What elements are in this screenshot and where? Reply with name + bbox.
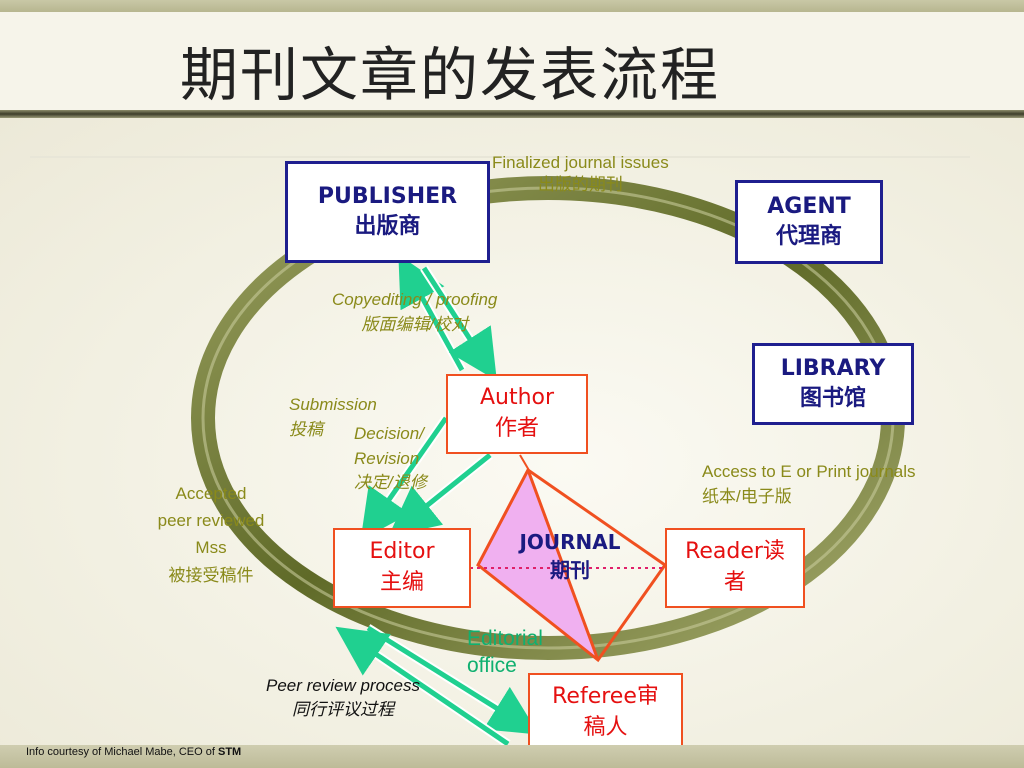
- journal-label-zh: 期刊: [550, 558, 590, 582]
- library-box: LIBRARY 图书馆: [752, 343, 914, 425]
- credit-org: STM: [217, 746, 242, 758]
- title-rule: [0, 110, 1024, 118]
- arrows-editor-referee: [335, 624, 539, 748]
- credit-text: Info courtesy of Michael Mabe, CEO of: [26, 746, 215, 758]
- publisher-label-zh: 出版商: [354, 214, 421, 239]
- reader-box: Reader读 者: [665, 528, 805, 608]
- access-en: Access to E or Print journals: [702, 462, 916, 481]
- top-bar: [0, 0, 1024, 12]
- agent-label-zh: 代理商: [775, 224, 842, 249]
- accepted-label: Accepted peer reviewed Mss 被接受稿件: [140, 480, 282, 589]
- copyediting-zh: 版面编辑/校对: [361, 314, 469, 334]
- finalized-issues-label: Finalized journal issues 出版的期刊: [492, 152, 669, 196]
- editorial-office-label: Editorial office: [467, 625, 543, 680]
- editorial-line-1: Editorial: [467, 627, 543, 650]
- journal-diamond-ridge: [526, 469, 600, 661]
- referee-label: Referee审: [552, 684, 659, 710]
- submission-zh: 投稿: [289, 419, 323, 439]
- peer-review-en: Peer review process: [266, 676, 421, 695]
- copyediting-en: Copyediting / proofing: [332, 290, 498, 309]
- agent-box: AGENT 代理商: [735, 180, 883, 264]
- author-label-zh: 作者: [494, 416, 539, 441]
- decision-label: Decision/ Revision 决定/退修: [354, 422, 427, 496]
- access-zh: 纸本/电子版: [702, 486, 792, 506]
- finalized-issues-zh: 出版的期刊: [537, 175, 623, 195]
- reader-label-zh: 者: [723, 570, 746, 595]
- slide-title: 期刊文章的发表流程: [180, 41, 721, 109]
- publisher-box: PUBLISHER 出版商: [285, 161, 490, 263]
- reader-label: Reader读: [685, 539, 785, 565]
- peer-review-zh: 同行评议过程: [292, 699, 394, 719]
- editor-box: Editor 主编: [333, 528, 471, 608]
- finalized-issues-en: Finalized journal issues: [492, 153, 669, 172]
- access-label: Access to E or Print journals 纸本/电子版: [702, 460, 916, 509]
- arrows-author-editor: [360, 415, 493, 541]
- journal-diamond-fill: [478, 470, 598, 660]
- referee-label-zh: 稿人: [583, 715, 628, 740]
- revision-en: Revision: [354, 448, 420, 468]
- decision-en: Decision/: [354, 424, 424, 443]
- publisher-label: PUBLISHER: [317, 184, 458, 210]
- journal-label-en: JOURNAL: [519, 530, 621, 554]
- editor-label-zh: 主编: [379, 570, 424, 595]
- author-box: Author 作者: [446, 374, 588, 454]
- referee-box: Referee审 稿人: [528, 673, 683, 753]
- accepted-line-3: Mss: [195, 538, 227, 558]
- bottom-bar: [0, 745, 1024, 768]
- credit-line: Info courtesy of Michael Mabe, CEO of ST…: [26, 746, 241, 758]
- library-label-zh: 图书馆: [799, 386, 866, 411]
- editorial-line-2: office: [467, 654, 517, 678]
- accepted-zh: 被接受稿件: [168, 565, 254, 585]
- agent-label: AGENT: [767, 194, 851, 220]
- arrows-publisher-author: [398, 254, 497, 381]
- accepted-line-1: Accepted: [175, 484, 247, 503]
- accepted-line-2: peer reviewed: [157, 511, 265, 531]
- decision-zh: 决定/退修: [354, 473, 427, 493]
- journal-link-left: [519, 454, 531, 473]
- library-label: LIBRARY: [780, 356, 886, 382]
- peer-review-label: Peer review process 同行评议过程: [266, 674, 420, 722]
- editor-label: Editor: [369, 539, 435, 565]
- author-label: Author: [479, 385, 555, 411]
- journal-label: JOURNAL 期刊: [505, 528, 635, 584]
- submission-label: Submission 投稿: [289, 393, 377, 442]
- copyediting-label: Copyediting / proofing 版面编辑/校对: [332, 288, 497, 337]
- submission-en: Submission: [289, 395, 377, 414]
- divider-line: [30, 156, 970, 158]
